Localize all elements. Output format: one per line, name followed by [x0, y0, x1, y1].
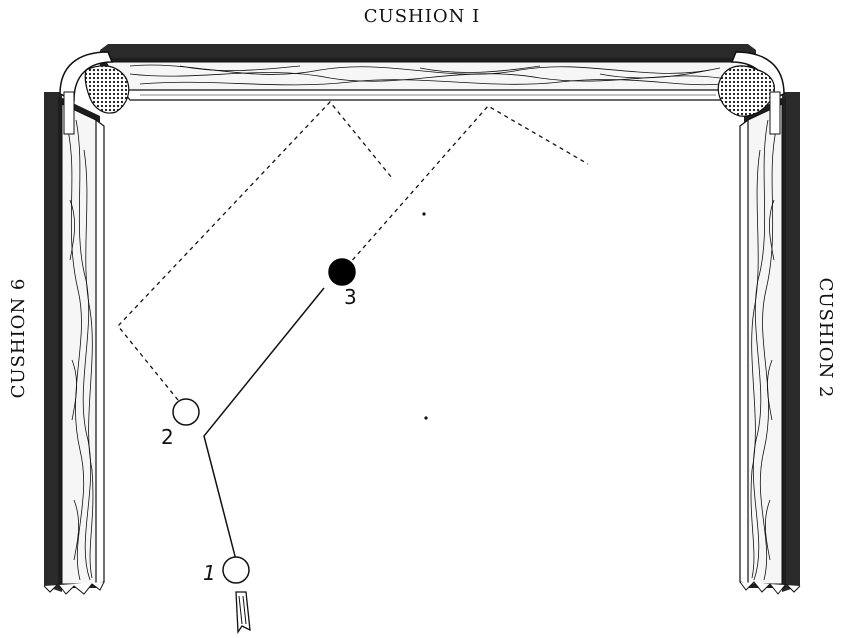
speck [422, 212, 426, 216]
ball-label-2: 2 [161, 425, 174, 449]
ball-2 [172, 398, 200, 426]
speck [424, 416, 428, 420]
right-cushion [739, 92, 801, 595]
corner-pocket-right [717, 51, 785, 135]
dashed-path-ball-3 [341, 105, 589, 273]
top-cushion [96, 44, 760, 101]
left-cushion [43, 92, 105, 595]
cushion-label-right: CUSHION 2 [815, 278, 836, 399]
cushion-label-left: CUSHION 6 [8, 278, 29, 399]
dashed-path-ball-2 [117, 101, 393, 401]
cushion-label-top: CUSHION I [364, 6, 480, 27]
ball-label-3: 3 [344, 285, 357, 309]
ball-1 [222, 556, 250, 584]
ball-label-1: 1 [203, 561, 216, 585]
solid-path-cue-ball [203, 287, 325, 561]
ball-3 [328, 258, 356, 286]
corner-pocket-left [59, 51, 130, 135]
cue-tip-icon [235, 591, 251, 634]
